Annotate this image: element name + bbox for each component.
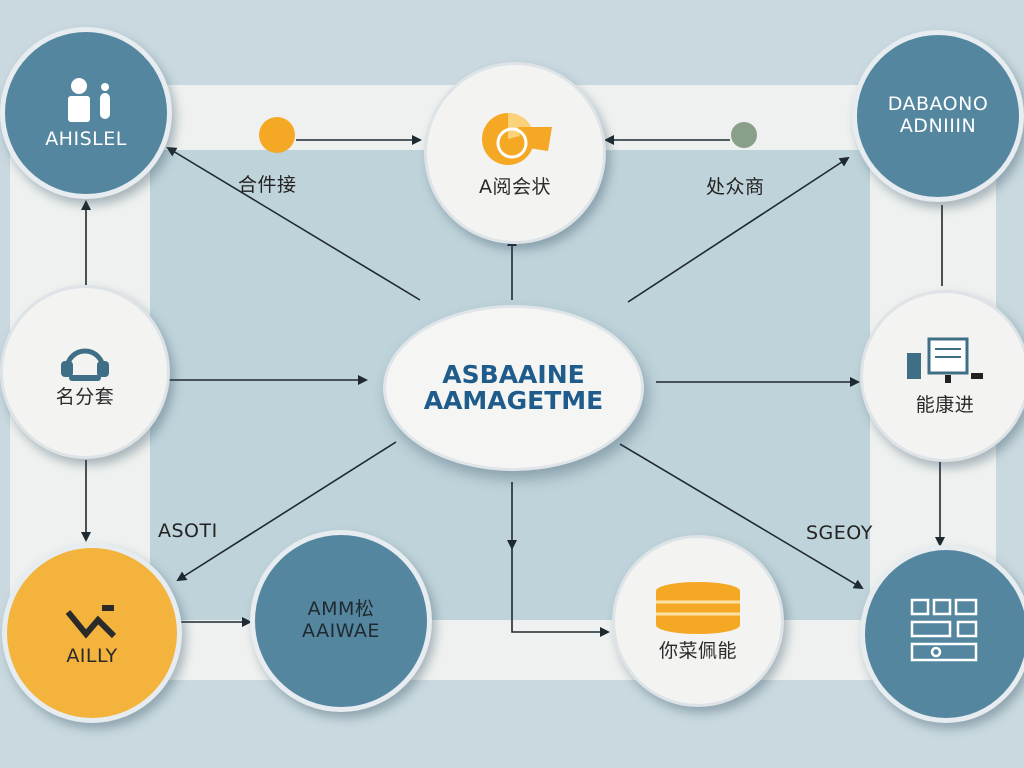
coin-stack-icon: [648, 579, 748, 641]
node-top-left[interactable]: AHISLEL: [0, 27, 172, 199]
node-bottom-center-right[interactable]: 你菜佩能: [612, 535, 784, 707]
floating-label-lower-right: SGEOY: [806, 522, 873, 544]
node-bottom-right[interactable]: [860, 545, 1024, 723]
node-top-right-line2: ADNIIIN: [899, 115, 977, 137]
headset-icon: [55, 335, 115, 387]
computer-monitor-icon: [897, 335, 993, 395]
node-top-center-label: A阅会状: [479, 176, 551, 199]
floating-label-upper-left: 合件接: [238, 174, 297, 196]
connector-hub-bottom-left: [176, 441, 397, 582]
node-mid-right[interactable]: 能康进: [860, 290, 1024, 462]
node-bottom-left-label: AILLY: [66, 645, 118, 668]
connector-hub-top-right: [627, 156, 850, 303]
hub-title-line1: ASBAAINE: [442, 359, 585, 389]
accent-dot-green: [731, 122, 757, 148]
node-bottom-center-left-line1: AMM松: [307, 598, 375, 621]
node-bottom-left[interactable]: AILLY: [2, 543, 182, 723]
pie-segments-icon: [470, 107, 560, 177]
node-bottom-center-left[interactable]: AMM松 AAIWAE: [250, 530, 432, 712]
central-hub-node[interactable]: ASBAAINE AAMAGETME: [383, 305, 644, 471]
people-icon: [46, 75, 126, 129]
node-bottom-center-right-label: 你菜佩能: [658, 640, 737, 663]
connector-hub-coins: [511, 548, 610, 637]
node-top-right-line1: DABAONO: [887, 93, 989, 116]
node-mid-left-label: 名分套: [55, 386, 115, 409]
floating-label-lower-left: ASOTI: [158, 520, 218, 542]
accent-dot-yellow: [259, 117, 295, 153]
trend-arrow-icon: [62, 598, 122, 646]
node-top-right[interactable]: DABAONO ADNIIIN: [852, 30, 1024, 202]
node-bottom-center-left-line2: AAIWAE: [302, 620, 380, 642]
node-mid-left[interactable]: 名分套: [0, 285, 170, 459]
floor-plan-icon: [908, 596, 984, 672]
hub-title-line2: AAMAGETME: [423, 386, 604, 415]
connector-hub-top-left: [166, 146, 421, 301]
node-top-left-label: AHISLEL: [45, 128, 127, 151]
floating-label-upper-right: 处众商: [706, 176, 765, 198]
connector-hub-bottom-right: [619, 443, 864, 590]
node-top-center[interactable]: A阅会状: [424, 62, 606, 244]
frame-band-bottom: [60, 618, 960, 680]
node-mid-right-label: 能康进: [915, 394, 975, 417]
